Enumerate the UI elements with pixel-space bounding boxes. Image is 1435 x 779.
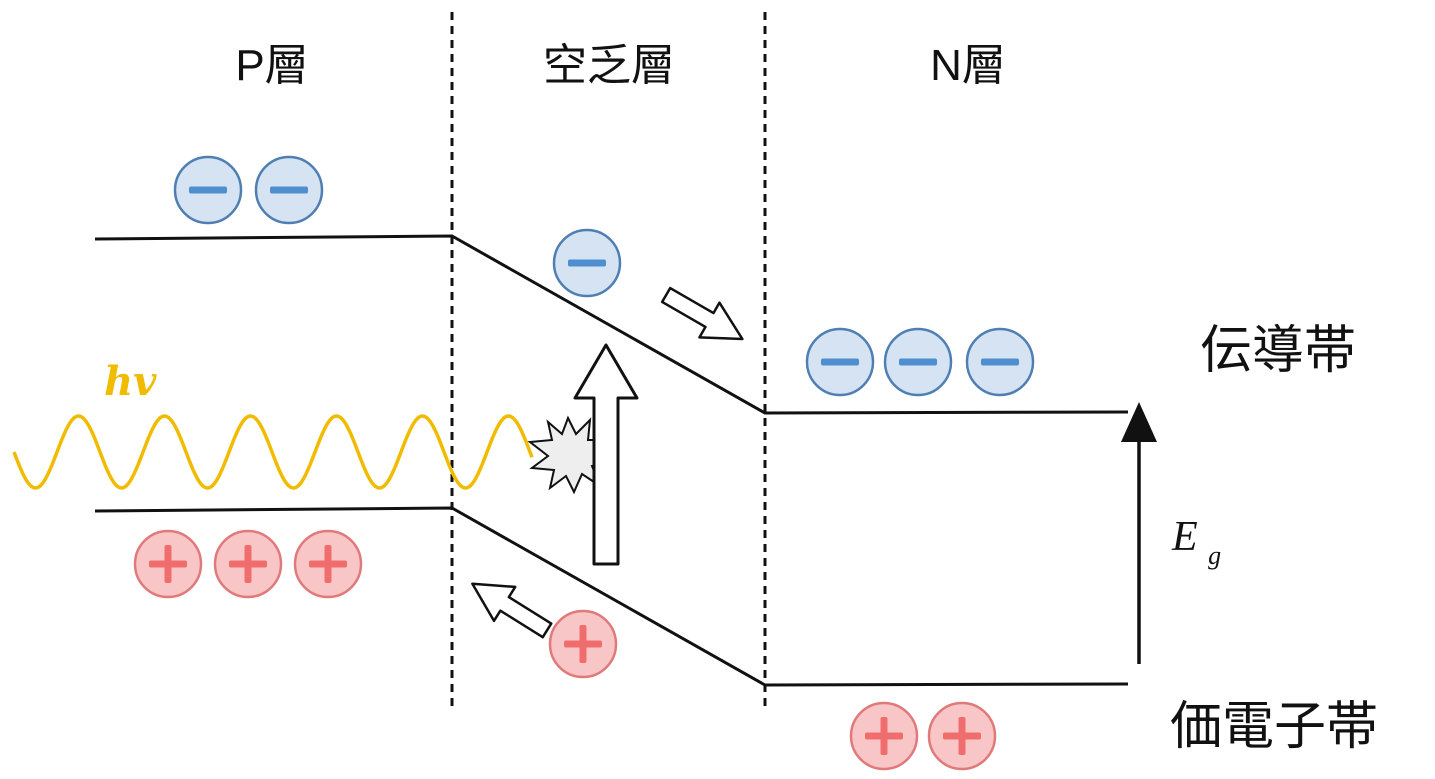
conduction-band-label: 伝導帯: [1200, 321, 1356, 381]
minus-circle-icon: [883, 327, 953, 397]
minus-circle-icon: [173, 155, 243, 225]
plus-circle-icon: [548, 609, 618, 679]
valence-band-edge: [94, 506, 1129, 687]
hole-group: [133, 529, 997, 771]
hole-drift-arrow: [471, 582, 553, 639]
minus-circle-icon: [805, 327, 875, 397]
conduction-band-edge: [94, 234, 1129, 415]
electron-drift-arrow: [660, 286, 744, 341]
electron-group: [173, 155, 1035, 397]
plus-circle-icon: [293, 529, 363, 599]
plus-circle-icon: [927, 701, 997, 771]
excitation-arrow: [573, 343, 639, 566]
minus-circle-icon: [965, 327, 1035, 397]
n-layer-label: N層: [930, 41, 1006, 90]
energy-gap-arrowhead: [1121, 402, 1157, 442]
plus-circle-icon: [849, 701, 919, 771]
minus-circle-icon: [552, 228, 622, 298]
energy-gap-label: E g: [1171, 514, 1221, 570]
photon-energy-label: hv: [104, 358, 157, 405]
photon-wave: [12, 414, 534, 490]
p-layer-label: P層: [235, 41, 308, 90]
plus-circle-icon: [213, 529, 283, 599]
energy-gap-subscript: g: [1208, 541, 1221, 570]
energy-gap-symbol: E: [1171, 514, 1198, 560]
minus-circle-icon: [254, 155, 324, 225]
depletion-layer-label: 空乏層: [543, 41, 675, 90]
plus-circle-icon: [133, 529, 203, 599]
valence-band-label: 価電子帯: [1170, 697, 1378, 757]
